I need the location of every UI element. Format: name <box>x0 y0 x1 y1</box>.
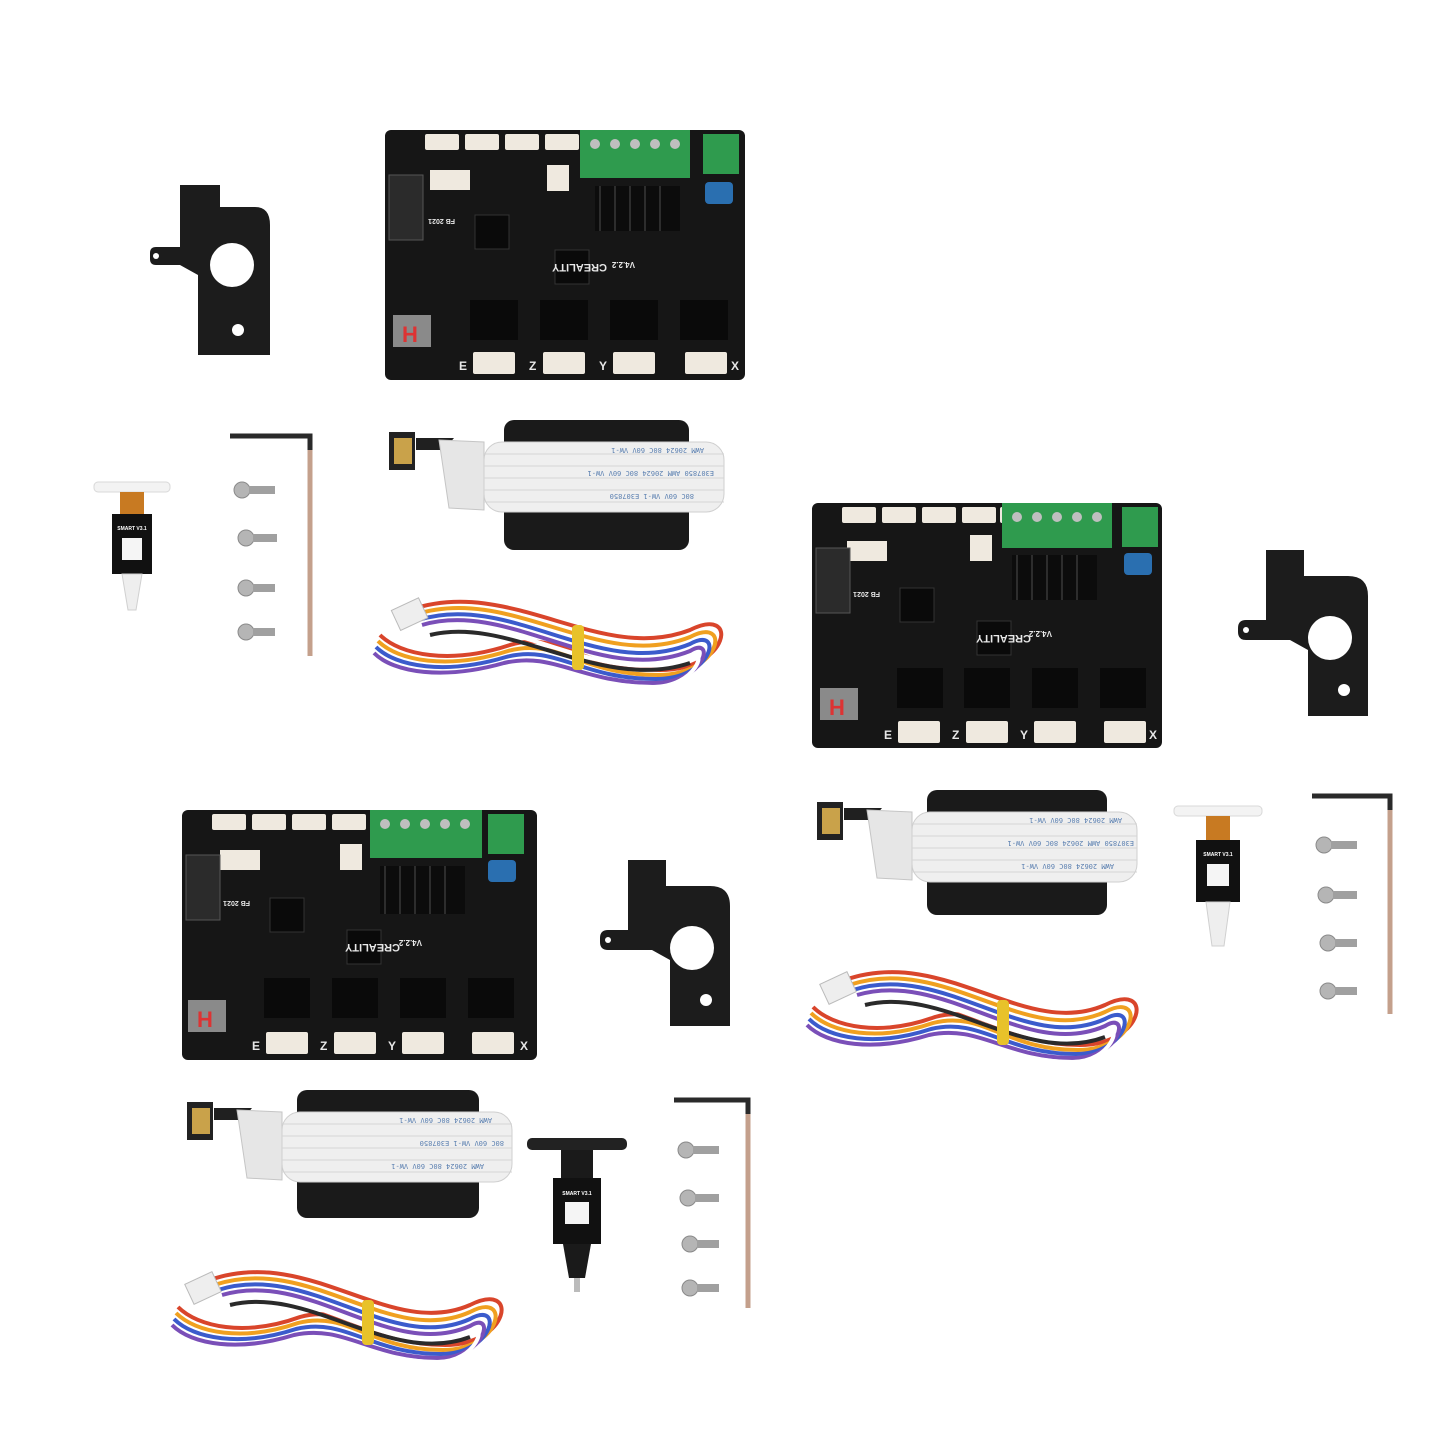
sensor: SMART V3.1 <box>1173 805 1263 947</box>
fuse <box>705 182 733 204</box>
axis-z: Z <box>529 359 536 373</box>
bracket-icon <box>150 185 270 355</box>
ribbon-text-3: AWM 20624 80C 60V VW-1 <box>1021 862 1114 870</box>
cable-tie-icon <box>572 625 584 670</box>
hex-key-icon <box>674 1097 751 1308</box>
sd-slot <box>393 315 431 347</box>
axis-y: Y <box>388 1039 396 1053</box>
sensor-label: SMART V3.1 <box>1203 852 1233 858</box>
wire-harness <box>168 1270 504 1365</box>
svg-text:H: H <box>829 695 845 720</box>
axis-e: E <box>459 359 467 373</box>
screw-icon <box>1315 836 1357 1000</box>
kit-1: H CREALITY V4.2.2 FB 2021 E Z Y X SMART … <box>0 0 760 700</box>
mainboard: H CREALITY V4.2.2 FB 2021 E Z Y X <box>385 130 745 380</box>
board-brand: CREALITY <box>975 632 1031 644</box>
axis-x: X <box>1149 728 1157 742</box>
axis-e: E <box>884 728 892 742</box>
board-brand: CREALITY <box>344 941 400 953</box>
axis-y: Y <box>1020 728 1028 742</box>
motor-connectors <box>473 352 727 374</box>
bracket-icon <box>600 860 730 1026</box>
cable-tie-icon <box>362 1300 374 1345</box>
axis-z: Z <box>952 728 959 742</box>
sensor: SMART V3.1 <box>527 1138 627 1292</box>
wire-harness <box>803 970 1139 1065</box>
ribbon-text-1: AWM 20624 80C 60V VW-1 <box>1029 816 1122 824</box>
ribbon-text-1: AWM 20624 80C 60V VW-1 <box>611 446 704 454</box>
hex-key-icon <box>1312 793 1393 1014</box>
board-brand: CREALITY <box>551 261 607 273</box>
screw-icon <box>233 481 277 641</box>
bracket-icon <box>1238 550 1368 716</box>
ribbon-cable: AWM 20624 80C 60V VW-1 80C 60V VW-1 E307… <box>187 1090 513 1218</box>
mainboard: H CREALITY V4.2.2 FB 2021 E Z Y X <box>182 810 537 1060</box>
board-year: FB 2021 <box>853 590 880 597</box>
board-version: V4.2.2 <box>398 938 422 947</box>
ribbon-text-2: E307850 AWM 20624 80C 60V VW-1 <box>588 469 714 477</box>
power-terminal <box>580 130 690 178</box>
ribbon-text-3: AWM 20624 80C 60V VW-1 <box>391 1162 484 1170</box>
axis-x: X <box>520 1039 528 1053</box>
ribbon-text-3: 80C 60V VW-1 E307850 <box>610 492 694 500</box>
top-connector-row <box>425 134 619 150</box>
ribbon-text-2: 80C 60V VW-1 E307850 <box>420 1139 504 1147</box>
board-year: FB 2021 <box>223 899 250 906</box>
ribbon-text-1: AWM 20624 80C 60V VW-1 <box>399 1116 492 1124</box>
axis-y: Y <box>599 359 607 373</box>
axis-z: Z <box>320 1039 327 1053</box>
ribbon-text-2: E307850 AWM 20624 80C 60V VW-1 <box>1008 839 1134 847</box>
axis-x: X <box>731 359 739 373</box>
board-year: FB 2021 <box>428 217 455 224</box>
svg-text:H: H <box>402 322 418 347</box>
sensor-label: SMART V3.1 <box>562 1191 592 1197</box>
hex-key-icon <box>230 433 313 656</box>
axis-e: E <box>252 1039 260 1053</box>
board-version: V4.2.2 <box>1028 629 1052 638</box>
sensor-label: SMART V3.1 <box>117 526 147 532</box>
ribbon-cable: AWM 20624 80C 60V VW-1 E307850 AWM 20624… <box>389 420 725 550</box>
mainboard: H CREALITY V4.2.2 FB 2021 E Z Y X <box>812 503 1162 748</box>
board-version: V4.2.2 <box>611 260 635 269</box>
screw-icon <box>677 1141 719 1297</box>
stepper-drivers <box>470 300 728 340</box>
sensor: SMART V3.1 <box>93 481 171 611</box>
ribbon-cable: AWM 20624 80C 60V VW-1 E307850 AWM 20624… <box>817 790 1138 915</box>
cable-tie-icon <box>997 1000 1009 1045</box>
wire-harness <box>370 597 724 690</box>
svg-text:H: H <box>197 1007 213 1032</box>
